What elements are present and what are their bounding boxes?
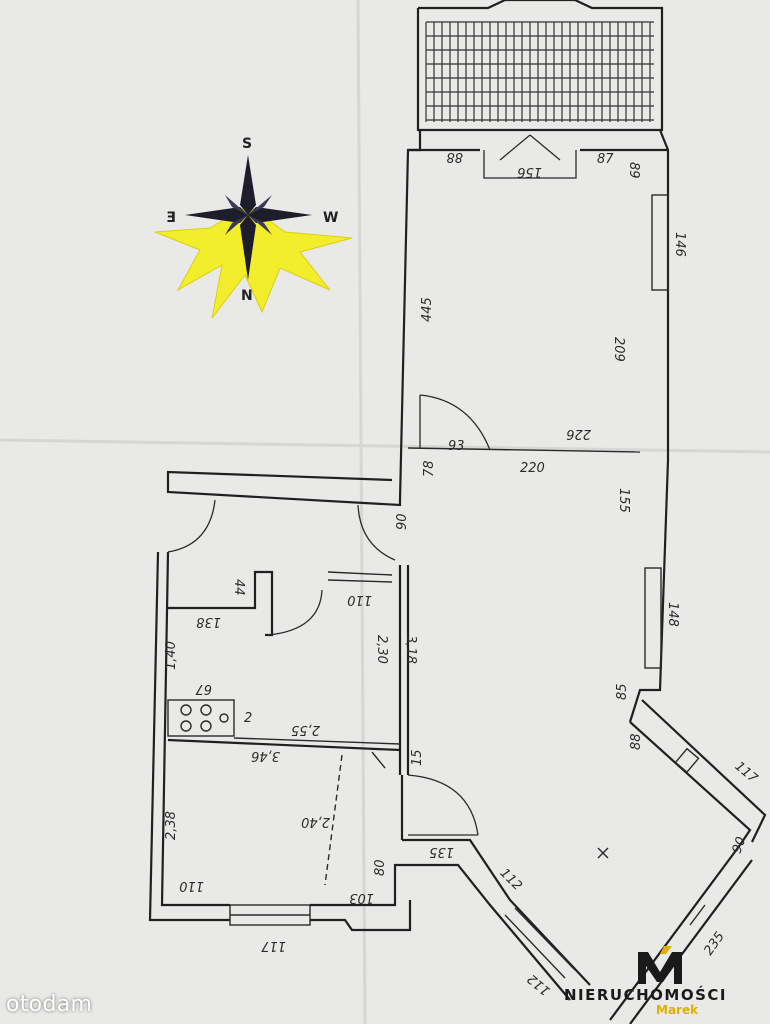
watermark-otodam: otodam xyxy=(6,992,93,1017)
dim-88: 88 xyxy=(446,149,463,164)
dim-67: 67 xyxy=(195,681,212,696)
dim-148: 148 xyxy=(665,602,680,627)
dim-318: 3,18 xyxy=(403,635,418,664)
dim-146: 146 xyxy=(672,232,687,257)
compass-east-label: E xyxy=(166,210,176,226)
dim-44: 44 xyxy=(231,579,246,596)
walls xyxy=(148,129,767,1024)
dim-140: 1,40 xyxy=(164,641,179,670)
dim-238: 2,38 xyxy=(164,811,179,840)
compass-west-label: W xyxy=(323,210,338,226)
dim-110-upper: 110 xyxy=(347,592,372,607)
dim-103: 103 xyxy=(349,890,374,905)
dim-90: 90 xyxy=(395,513,410,530)
dim-110-lower: 110 xyxy=(179,878,204,893)
dim-240: 2,40 xyxy=(301,814,330,829)
logo-wordmark: NIERUCHOMOŚCI xyxy=(564,986,727,1004)
dim-78: 78 xyxy=(422,460,437,477)
logo-m-icon xyxy=(638,946,682,984)
dim-138: 138 xyxy=(196,614,221,629)
logo-subtitle: Marek xyxy=(656,1003,699,1017)
dim-15: 15 xyxy=(410,749,425,766)
paper-fold-vertical xyxy=(356,0,367,1024)
dim-255: 2,55 xyxy=(291,722,320,737)
balcony xyxy=(416,0,664,132)
dim-2: 2 xyxy=(244,711,252,726)
compass-rose: S N E W xyxy=(154,136,353,319)
dim-89: 89 xyxy=(626,162,641,179)
dim-445: 445 xyxy=(420,297,435,322)
compass-needle-icon xyxy=(185,155,312,280)
dim-88b: 88 xyxy=(629,733,644,750)
dim-117b: 117 xyxy=(260,938,286,953)
dim-85: 85 xyxy=(615,683,630,700)
dim-220: 220 xyxy=(520,461,545,476)
dim-135: 135 xyxy=(429,844,454,859)
dim-112: 112 xyxy=(497,866,525,894)
dim-117: 117 xyxy=(732,759,761,787)
compass-star-icon xyxy=(154,204,353,319)
balcony-hatch xyxy=(425,21,654,122)
dim-209: 209 xyxy=(611,337,626,362)
dim-346: 3,46 xyxy=(251,748,280,763)
dim-230: 2,30 xyxy=(374,635,389,664)
compass-south-label: S xyxy=(242,136,252,152)
dim-93: 93 xyxy=(448,439,465,454)
dim-90b: 90 xyxy=(730,835,750,856)
dim-226: 226 xyxy=(566,426,591,441)
compass-north-label: N xyxy=(241,288,253,304)
logo: NIERUCHOMOŚCI Marek xyxy=(560,944,770,1024)
dim-80: 80 xyxy=(373,859,388,876)
dim-156: 156 xyxy=(517,164,542,179)
paper-fold-horizontal xyxy=(0,438,770,454)
dim-155: 155 xyxy=(616,488,631,513)
dim-87: 87 xyxy=(597,152,614,167)
